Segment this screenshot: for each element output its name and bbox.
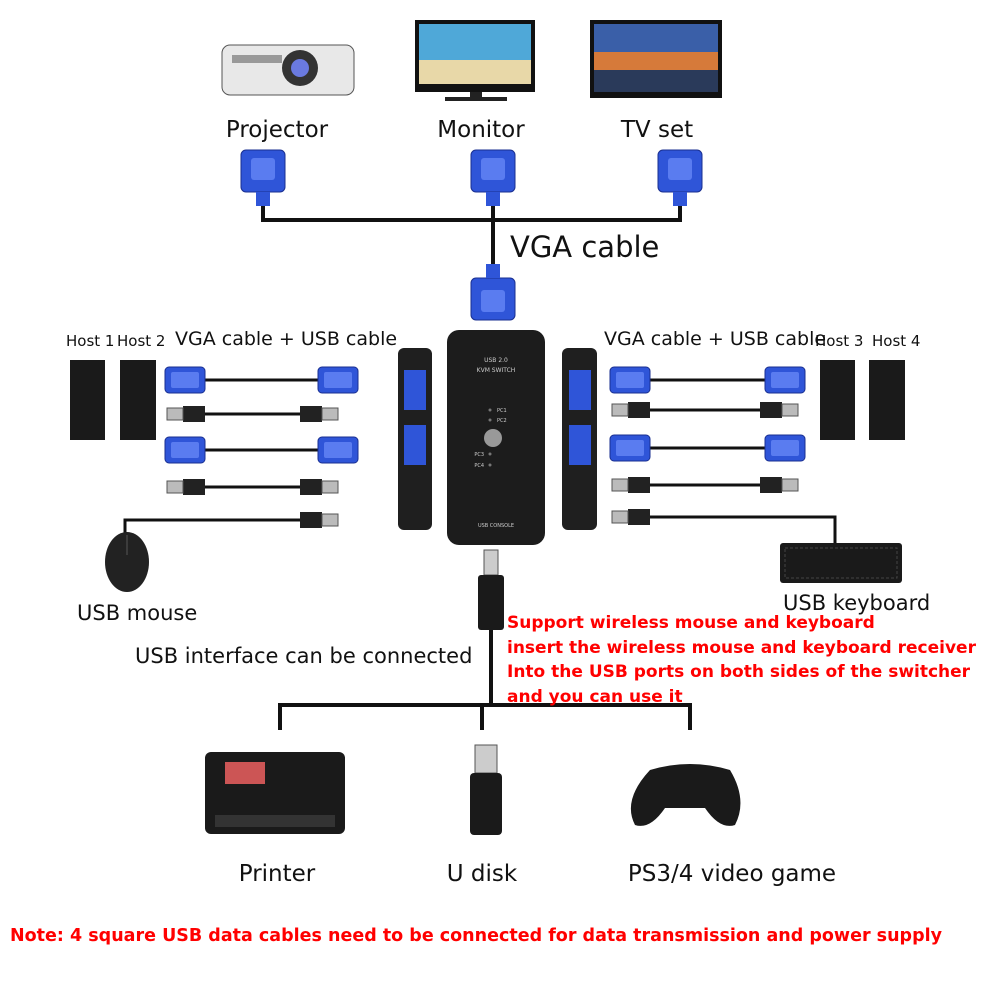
host-2-label: Host 2 [117, 332, 166, 350]
monitor-icon [415, 20, 535, 101]
gamepad-icon [630, 764, 741, 826]
wireless-note: Support wireless mouse and keyboard inse… [507, 611, 976, 709]
peripheral-label-printer: Printer [238, 861, 316, 887]
tv-icon [590, 20, 722, 98]
wireless-note-line: Into the USB ports on both sides of the … [507, 662, 971, 682]
usb-drive-icon [470, 744, 502, 835]
switch-port-pc1: PC1 [497, 408, 507, 414]
footer-note: Note: 4 square USB data cables need to b… [10, 926, 943, 946]
host-pc-icons [70, 360, 905, 440]
wireless-note-line: insert the wireless mouse and keyboard r… [507, 637, 976, 658]
host-3-label: Host 3 [815, 332, 864, 350]
cable-label-right: VGA cable + USB cable [604, 328, 827, 350]
output-label-monitor: Monitor [437, 117, 525, 143]
switch-line2: KVM SWITCH [477, 367, 516, 374]
kvm-switch [398, 330, 597, 545]
vga-cable [261, 205, 682, 270]
keyboard-icon [780, 543, 902, 583]
switch-line1: USB 2.0 [484, 357, 508, 364]
switch-console: USB CONSOLE [478, 523, 514, 529]
vga-cable-label: VGA cable [510, 230, 660, 264]
cable-label-left: VGA cable + USB cable [175, 328, 398, 350]
wireless-note-line: and you can use it [507, 686, 683, 707]
peripheral-label-udisk: U disk [446, 861, 518, 887]
peripheral-label-gamepad: PS3/4 video game [627, 861, 837, 887]
switch-port-pc2: PC2 [497, 418, 507, 424]
mouse-icon [105, 532, 149, 592]
usb-interface-label: USB interface can be connected [135, 644, 473, 668]
printer-icon [205, 752, 345, 834]
usb-cable-down [278, 549, 692, 730]
projector-icon [221, 44, 355, 96]
left-cables [123, 378, 318, 535]
host-4-label: Host 4 [872, 332, 921, 350]
switch-port-pc3: PC3 [474, 452, 484, 458]
output-label-projector: Projector [225, 117, 329, 143]
mouse-label: USB mouse [77, 601, 198, 625]
wireless-note-line: Support wireless mouse and keyboard [507, 613, 875, 633]
right-cables [650, 378, 837, 545]
keyboard-label: USB keyboard [783, 591, 931, 615]
output-label-tv: TV set [620, 117, 694, 143]
host-1-label: Host 1 [66, 332, 115, 350]
switch-port-pc4: PC4 [474, 463, 484, 469]
